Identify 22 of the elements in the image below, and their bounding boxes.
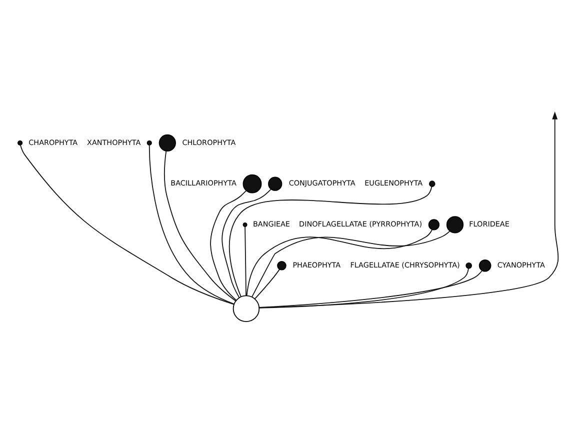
node-circle — [158, 134, 176, 152]
node-circle — [17, 140, 23, 146]
node-circle — [277, 260, 286, 270]
node-circle — [446, 216, 464, 234]
node-circle — [428, 180, 436, 187]
node-circle — [242, 222, 248, 227]
node-circle — [232, 295, 260, 322]
connector — [254, 268, 280, 300]
node-circle — [478, 259, 492, 272]
connector — [20, 144, 234, 305]
node-circle — [242, 174, 262, 194]
connector — [210, 190, 247, 301]
arrow — [258, 112, 559, 308]
node-circle — [428, 219, 440, 230]
node-circle — [146, 140, 152, 146]
connector — [222, 188, 272, 298]
connector — [244, 226, 246, 296]
connector — [164, 150, 236, 302]
node-circle — [466, 262, 472, 269]
connector — [148, 144, 235, 304]
node-circle — [268, 176, 282, 191]
connector — [228, 186, 432, 298]
